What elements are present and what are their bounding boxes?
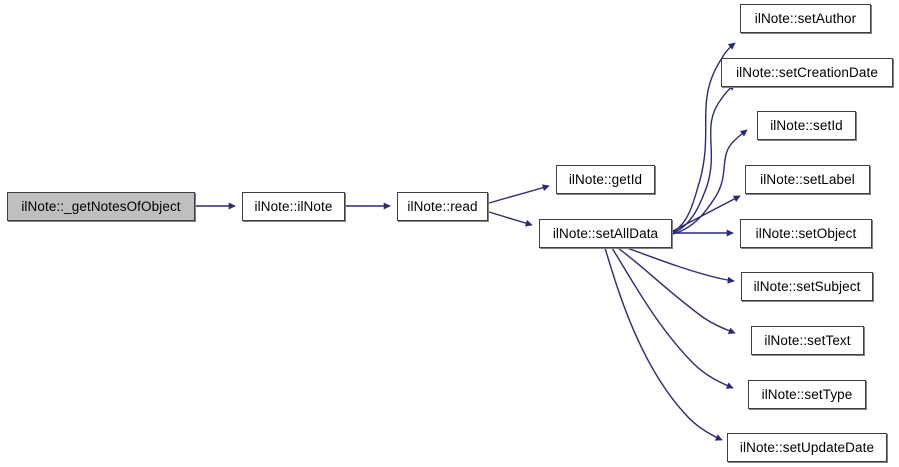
graph-node-getNotesOfObject[interactable]: ilNote::_getNotesOfObject	[7, 192, 195, 221]
graph-node-read[interactable]: ilNote::read	[397, 192, 488, 221]
graph-node-setCreationDate[interactable]: ilNote::setCreationDate	[721, 58, 893, 87]
graph-node-setAllData[interactable]: ilNote::setAllData	[539, 219, 672, 248]
call-edge-setAllData-to-setId	[672, 129, 748, 235]
graph-node-label: ilNote::_getNotesOfObject	[21, 198, 181, 214]
graph-node-label: ilNote::setUpdateDate	[739, 439, 875, 455]
graph-node-label: ilNote::setId	[770, 117, 843, 133]
call-edge-setAllData-to-setText	[617, 247, 736, 335]
graph-node-label: ilNote::setCreationDate	[736, 64, 878, 80]
graph-node-label: ilNote::setLabel	[760, 171, 855, 187]
graph-node-label: ilNote::setObject	[755, 225, 857, 241]
graph-node-setId[interactable]: ilNote::setId	[757, 111, 856, 140]
graph-node-label: ilNote::read	[407, 198, 478, 214]
graph-node-label: ilNote::ilNote	[254, 198, 333, 214]
graph-node-setText[interactable]: ilNote::setText	[751, 326, 864, 355]
call-edge-setAllData-to-setSubject	[626, 247, 735, 284]
graph-node-getId[interactable]: ilNote::getId	[556, 165, 655, 194]
graph-node-label: ilNote::setText	[764, 332, 851, 348]
graph-node-setObject[interactable]: ilNote::setObject	[740, 219, 872, 248]
graph-node-setSubject[interactable]: ilNote::setSubject	[741, 272, 873, 301]
graph-node-label: ilNote::setType	[761, 386, 853, 402]
call-edge-setAllData-to-setCreationDate	[672, 83, 736, 234]
graph-node-ilNote[interactable]: ilNote::ilNote	[242, 192, 345, 221]
call-edge-setAllData-to-setType	[611, 247, 734, 389]
call-edge-read-to-setAllData	[488, 211, 533, 227]
graph-node-setLabel[interactable]: ilNote::setLabel	[745, 165, 870, 194]
graph-node-label: ilNote::setAllData	[552, 225, 659, 241]
graph-node-setAuthor[interactable]: ilNote::setAuthor	[740, 4, 871, 33]
graph-node-setUpdateDate[interactable]: ilNote::setUpdateDate	[727, 433, 887, 462]
call-edge-read-to-getId	[488, 184, 550, 204]
graph-node-label: ilNote::getId	[568, 171, 643, 187]
call-edge-setAllData-to-setLabel	[672, 195, 741, 232]
graph-node-label: ilNote::setSubject	[753, 278, 861, 294]
graph-node-setType[interactable]: ilNote::setType	[748, 380, 866, 409]
call-edge-setAllData-to-setUpdateDate	[604, 247, 723, 441]
graph-node-label: ilNote::setAuthor	[754, 10, 857, 26]
